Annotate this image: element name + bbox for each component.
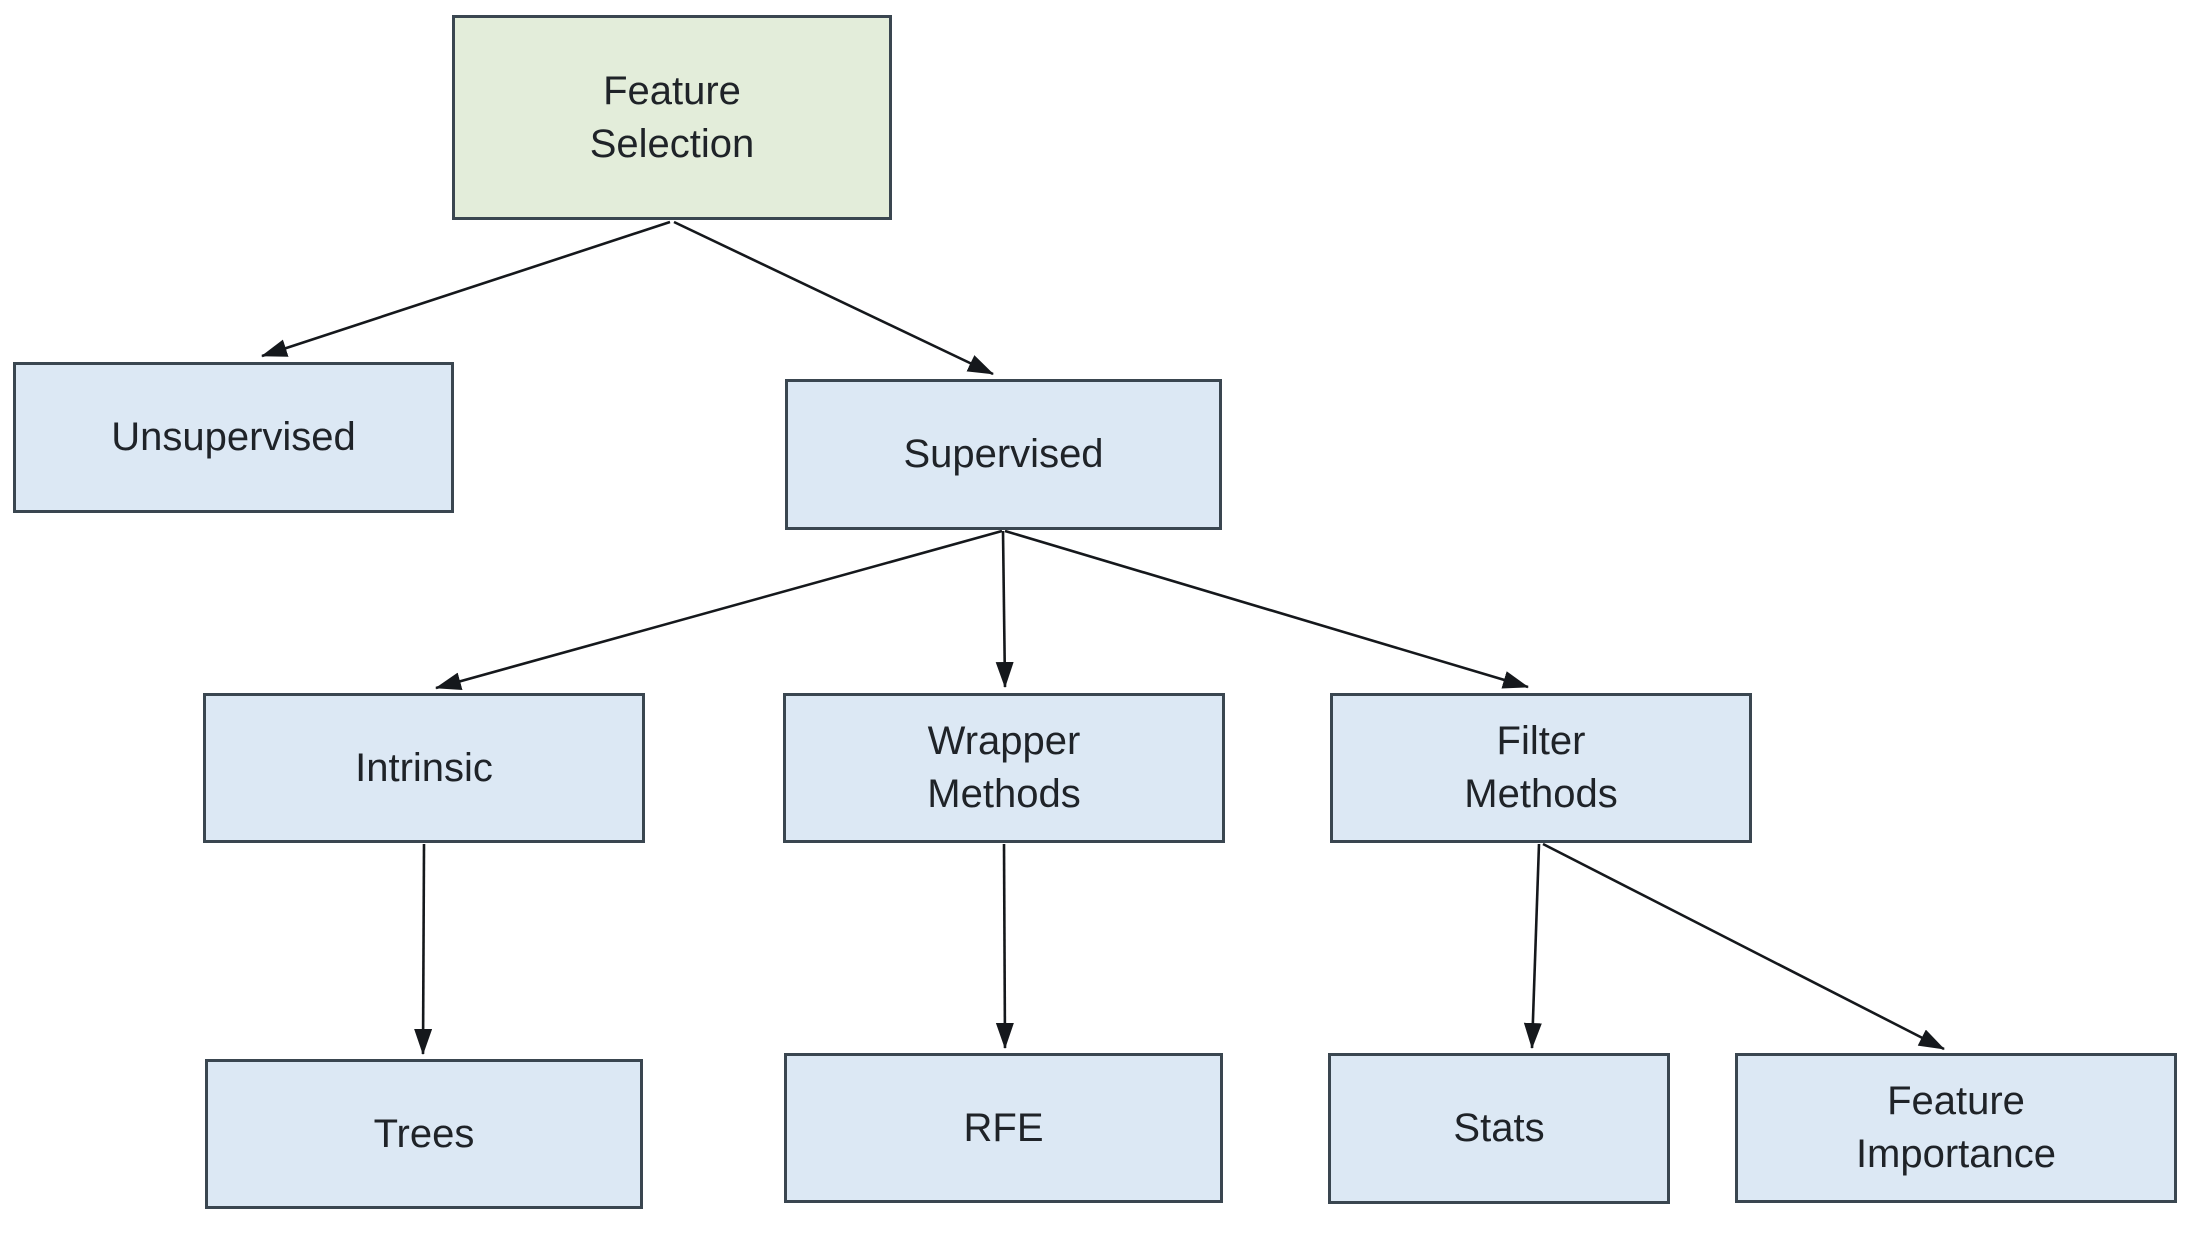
arrow-supervised-to-filter-methods xyxy=(1004,529,1529,689)
node-rfe: RFE xyxy=(784,1053,1223,1203)
node-feature-selection-label: Feature Selection xyxy=(589,68,755,166)
arrow-supervised-to-wrapper-methods xyxy=(995,530,1014,688)
node-intrinsic-label: Intrinsic xyxy=(355,745,493,790)
node-feature-selection: Feature Selection xyxy=(452,15,892,220)
arrow-feature-selection-to-unsupervised xyxy=(261,220,671,358)
node-feature-importance: Feature Importance xyxy=(1735,1053,2177,1203)
node-wrapper-methods-label: Wrapper Methods xyxy=(927,719,1081,816)
arrow-intrinsic-to-trees xyxy=(414,843,433,1055)
node-rfe-label: RFE xyxy=(963,1105,1044,1150)
node-trees-label: Trees xyxy=(373,1111,475,1156)
node-filter-methods-label: Filter Methods xyxy=(1464,719,1618,816)
node-feature-importance-label: Feature Importance xyxy=(1855,1079,2057,1176)
node-trees: Trees xyxy=(205,1059,643,1209)
arrow-filter-methods-to-feature-importance xyxy=(1542,842,1945,1051)
node-filter-methods: Filter Methods xyxy=(1330,693,1752,843)
node-unsupervised-label: Unsupervised xyxy=(111,415,356,460)
node-wrapper-methods: Wrapper Methods xyxy=(783,693,1225,843)
node-supervised: Supervised xyxy=(785,379,1222,530)
arrow-feature-selection-to-supervised xyxy=(673,220,994,376)
node-intrinsic: Intrinsic xyxy=(203,693,645,843)
node-stats-label: Stats xyxy=(1453,1106,1545,1151)
arrow-filter-methods-to-stats xyxy=(1523,843,1542,1049)
arrow-wrapper-methods-to-rfe xyxy=(995,843,1014,1049)
node-unsupervised: Unsupervised xyxy=(13,362,454,513)
node-stats: Stats xyxy=(1328,1053,1670,1204)
node-supervised-label: Supervised xyxy=(903,432,1104,477)
arrow-supervised-to-intrinsic xyxy=(435,529,1003,690)
